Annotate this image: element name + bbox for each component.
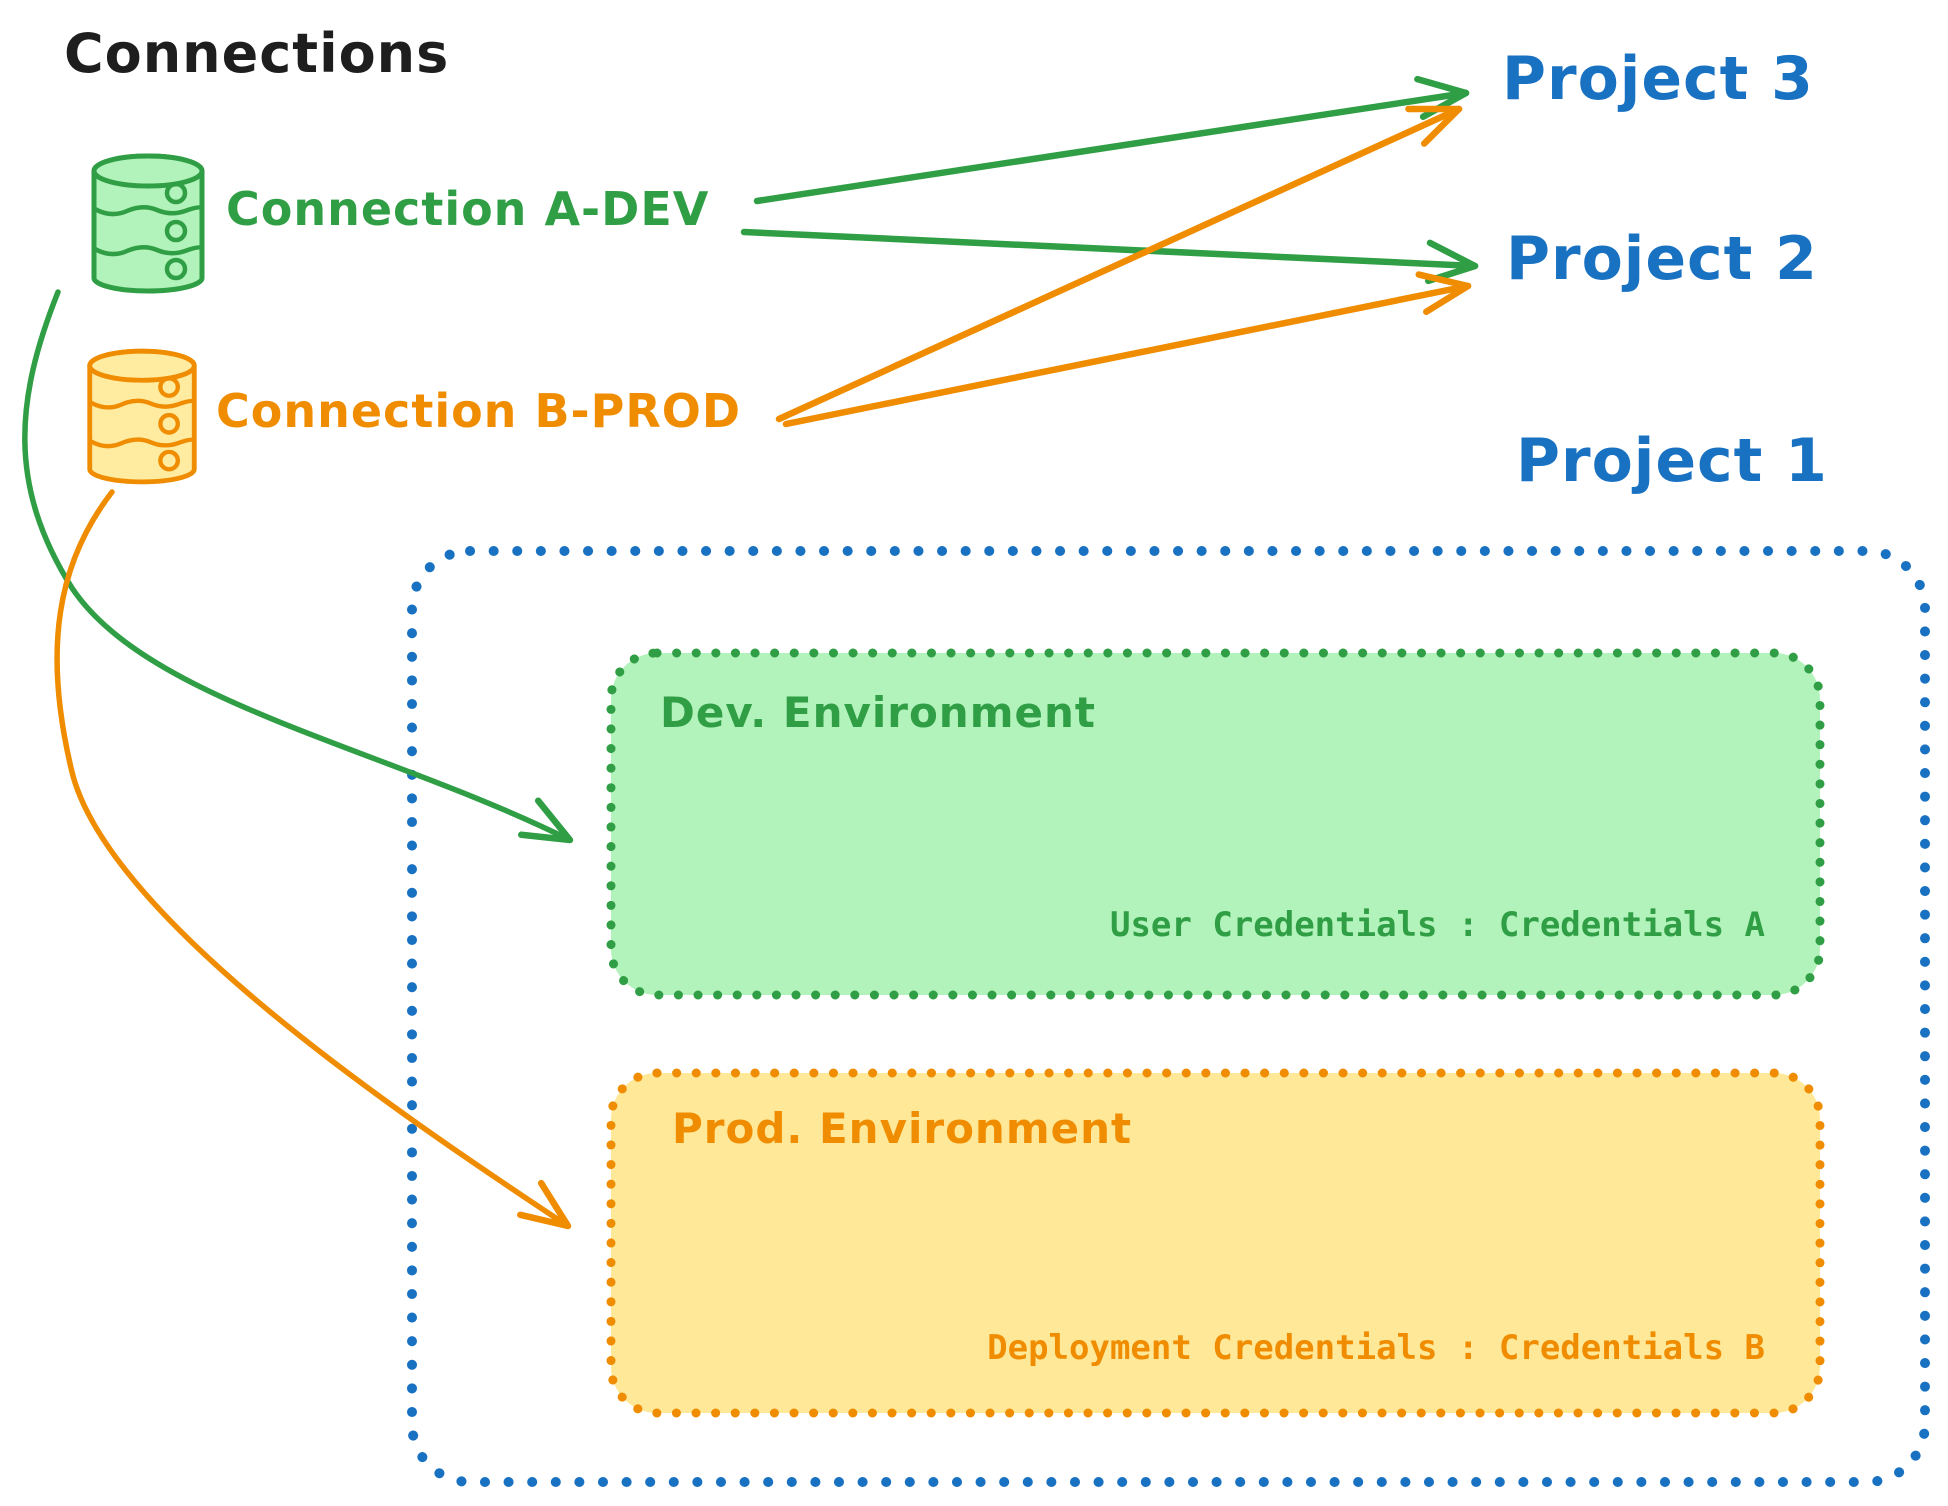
database-icon — [87, 348, 197, 485]
project-2-label: Project 2 — [1506, 224, 1818, 294]
prod-environment-credentials: Deployment Credentials : Credentials B — [987, 1328, 1765, 1368]
prod-environment-box — [606, 1068, 1825, 1418]
prod-environment-label: Prod. Environment — [672, 1104, 1133, 1153]
arrow-a-dev-to-project-2 — [740, 228, 1479, 285]
arrow-a-dev-to-project-3 — [753, 75, 1470, 205]
connection-a-dev-label: Connection A-DEV — [226, 182, 710, 236]
database-icon — [91, 153, 205, 294]
arrow-b-prod-to-project-2 — [782, 271, 1472, 428]
dev-environment-box — [606, 648, 1825, 1000]
arrow-a-dev-to-dev-environment — [22, 289, 574, 844]
dev-environment-label: Dev. Environment — [660, 688, 1096, 737]
diagram-title: Connections — [64, 22, 450, 85]
arrow-b-prod-to-project-3 — [775, 105, 1463, 423]
project1-container-border — [407, 546, 1930, 1487]
project-3-label: Project 3 — [1502, 44, 1814, 114]
project-1-label: Project 1 — [1516, 426, 1828, 496]
dev-environment-credentials: User Credentials : Credentials A — [1109, 905, 1765, 945]
arrow-b-prod-to-prod-environment — [54, 489, 572, 1230]
connection-b-prod-label: Connection B-PROD — [216, 384, 742, 438]
